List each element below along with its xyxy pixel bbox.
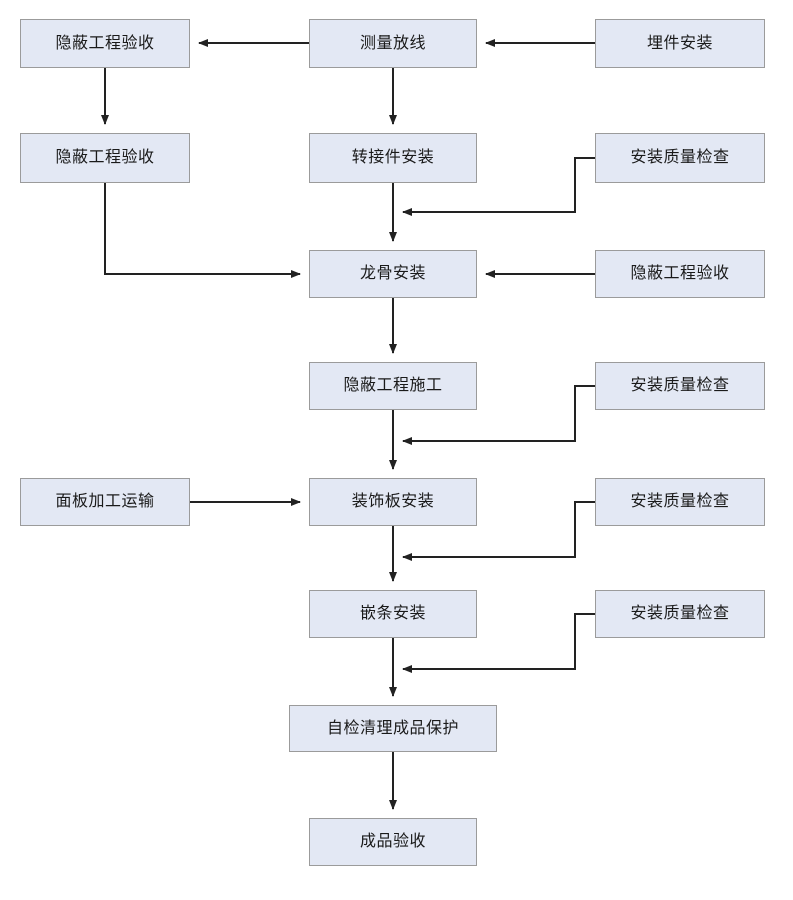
flow-node-label: 面板加工运输 [55,493,155,510]
flow-node-label: 隐蔽工程施工 [343,377,443,394]
flow-node-label: 安装质量检查 [630,493,730,510]
flow-node-label: 转接件安装 [351,149,435,166]
flow-node-n6[interactable]: 安装质量检查 [595,133,765,183]
flow-node-n4[interactable]: 隐蔽工程验收 [20,133,190,183]
flow-node-n11[interactable]: 面板加工运输 [20,478,190,526]
flow-node-n17[interactable]: 成品验收 [309,818,477,866]
flow-node-n9[interactable]: 隐蔽工程施工 [309,362,477,410]
flow-node-n7[interactable]: 龙骨安装 [309,250,477,298]
flow-edge-e5 [402,157,595,216]
flow-node-label: 成品验收 [359,833,426,850]
flow-node-n2[interactable]: 测量放线 [309,19,477,68]
flow-edge-e10 [402,385,595,445]
flow-node-n15[interactable]: 安装质量检查 [595,590,765,638]
flow-node-label: 隐蔽工程验收 [55,149,155,166]
flow-node-n14[interactable]: 嵌条安装 [309,590,477,638]
flow-node-label: 嵌条安装 [359,605,426,622]
flow-node-n8[interactable]: 隐蔽工程验收 [595,250,765,298]
flow-node-n13[interactable]: 安装质量检查 [595,478,765,526]
flow-node-label: 自检清理成品保护 [326,719,459,737]
flow-node-n3[interactable]: 埋件安装 [595,19,765,68]
flow-node-label: 安装质量检查 [630,149,730,166]
flow-edge-e7 [104,183,301,278]
flow-node-n1[interactable]: 隐蔽工程验收 [20,19,190,68]
flow-edge-e15 [402,613,595,673]
flow-node-label: 隐蔽工程验收 [630,265,730,282]
flow-node-n5[interactable]: 转接件安装 [309,133,477,183]
flow-node-n16[interactable]: 自检清理成品保护 [289,705,497,752]
flow-node-n12[interactable]: 装饰板安装 [309,478,477,526]
flow-node-label: 隐蔽工程验收 [55,34,155,52]
flow-node-n10[interactable]: 安装质量检查 [595,362,765,410]
flow-node-label: 测量放线 [359,34,426,52]
flow-edge-e13 [402,501,595,561]
flow-node-label: 埋件安装 [646,34,713,52]
flow-node-label: 龙骨安装 [359,265,426,282]
flow-node-label: 安装质量检查 [630,377,730,394]
flow-node-label: 安装质量检查 [630,605,730,622]
flow-node-label: 装饰板安装 [351,493,435,510]
